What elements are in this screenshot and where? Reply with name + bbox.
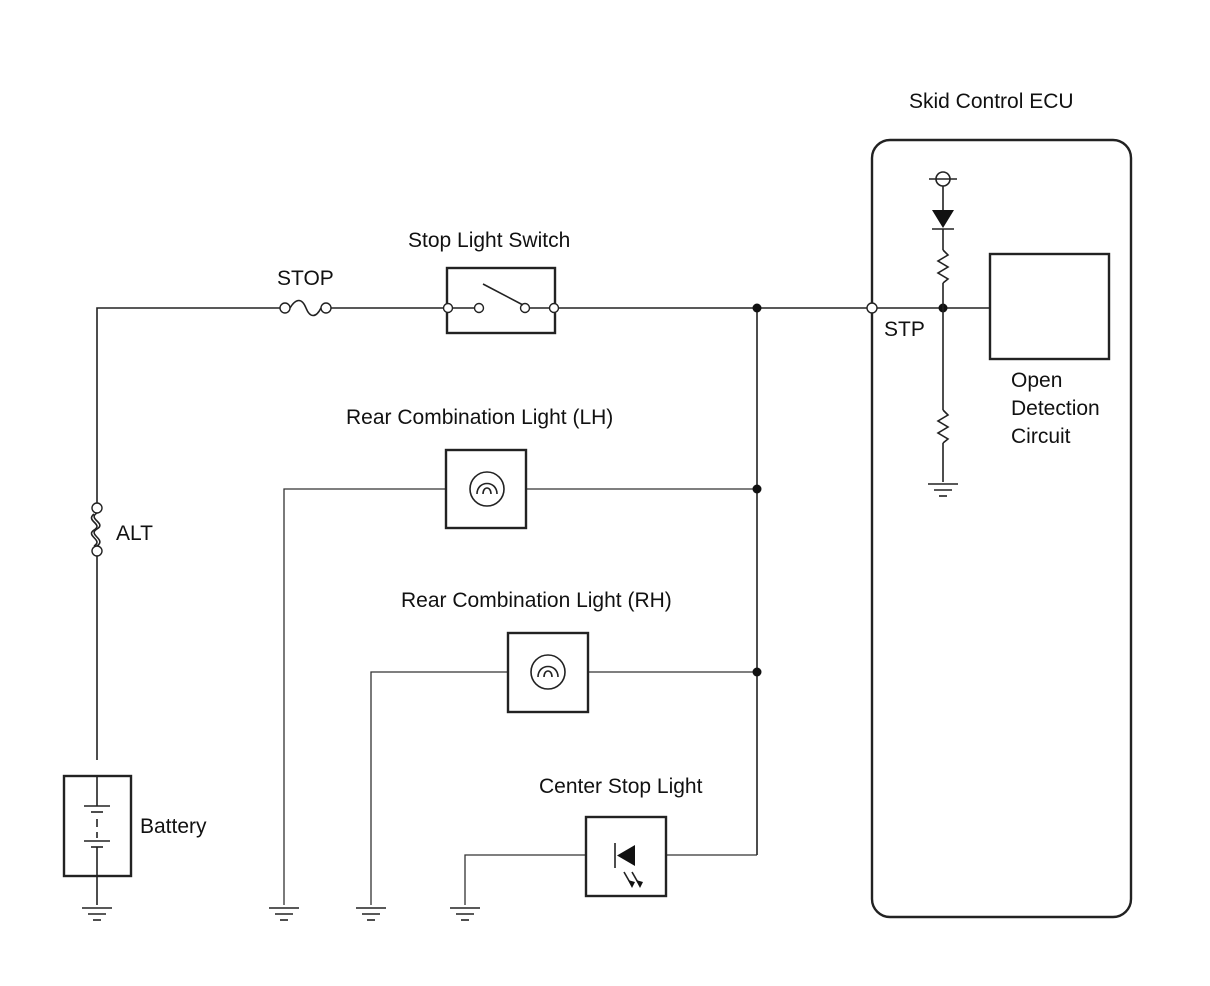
alt-fuse-label: ALT xyxy=(116,522,153,545)
open-detection-label-1: Open xyxy=(1011,369,1062,392)
center-stop-light-label: Center Stop Light xyxy=(539,775,703,798)
ground-center-icon xyxy=(450,907,480,921)
ground-lh-icon xyxy=(269,907,299,921)
stop-light-switch-label: Stop Light Switch xyxy=(408,229,570,252)
ground-battery-icon xyxy=(82,907,112,921)
ecu-title: Skid Control ECU xyxy=(909,90,1074,113)
open-detection-label-3: Circuit xyxy=(1011,425,1071,448)
stop-light-switch xyxy=(442,266,560,335)
rear-combination-light-lh-label: Rear Combination Light (LH) xyxy=(346,406,613,429)
stop-fuse-label: STOP xyxy=(277,267,334,290)
battery-label: Battery xyxy=(140,815,207,838)
junction-dots xyxy=(752,303,762,677)
skid-control-ecu xyxy=(866,138,1133,919)
rear-combination-light-rh xyxy=(370,631,757,905)
alt-fuse xyxy=(90,502,103,557)
rear-combination-light-rh-label: Rear Combination Light (RH) xyxy=(401,589,672,612)
rear-combination-light-lh xyxy=(283,448,757,905)
center-stop-light xyxy=(464,815,757,905)
open-detection-label-2: Detection xyxy=(1011,397,1100,420)
battery xyxy=(62,774,133,905)
main-wires xyxy=(96,307,867,855)
ground-rh-icon xyxy=(356,907,386,921)
stp-terminal-label: STP xyxy=(884,318,925,341)
stop-fuse xyxy=(279,299,332,317)
